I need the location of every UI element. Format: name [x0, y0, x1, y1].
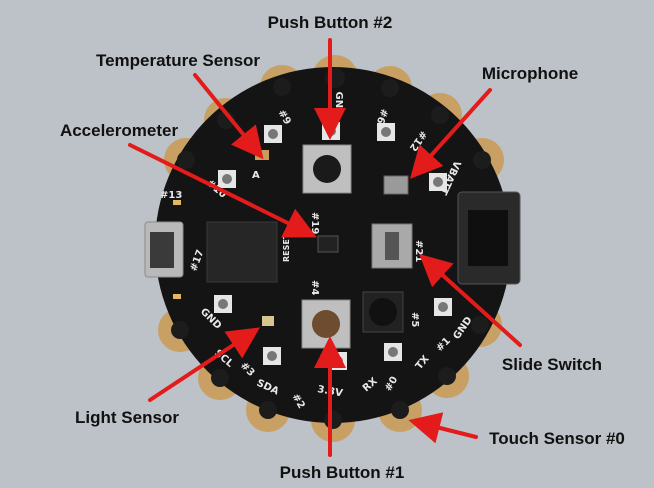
light-sensor-chip	[262, 316, 274, 326]
arrow-touch-sensor-0	[408, 412, 478, 444]
label-push-button-1: Push Button #1	[280, 463, 405, 482]
arrow-slide-switch	[419, 253, 522, 347]
silk-6: #6	[374, 107, 390, 125]
power-led	[173, 294, 181, 299]
silk-19: #19	[309, 212, 320, 234]
silk-reset: RESET	[282, 233, 291, 262]
silk-13: #13	[160, 190, 182, 201]
microcontroller-chip	[206, 221, 278, 283]
label-push-button-2: Push Button #2	[268, 13, 393, 32]
arrow-light-sensor	[148, 327, 261, 402]
callout-arrows	[128, 38, 522, 457]
arrow-microphone	[409, 88, 492, 179]
label-accelerometer: Accelerometer	[60, 121, 179, 140]
arrow-accelerometer	[128, 143, 317, 238]
arrow-temperature-sensor	[193, 73, 264, 160]
microphone-chip	[383, 175, 409, 195]
silk-gnd-top: GND	[333, 92, 344, 117]
silk-5: #5	[409, 312, 420, 327]
label-slide-switch: Slide Switch	[502, 355, 602, 374]
silk-21: #21	[413, 240, 424, 262]
accelerometer-chip	[317, 235, 339, 253]
label-temperature-sensor: Temperature Sensor	[96, 51, 260, 70]
led-13	[173, 200, 181, 205]
label-microphone: Microphone	[482, 64, 578, 83]
label-touch-sensor-0: Touch Sensor #0	[489, 429, 625, 448]
label-light-sensor: Light Sensor	[75, 408, 179, 427]
silk-a: A	[252, 170, 260, 181]
silk-4: #4	[309, 280, 320, 295]
